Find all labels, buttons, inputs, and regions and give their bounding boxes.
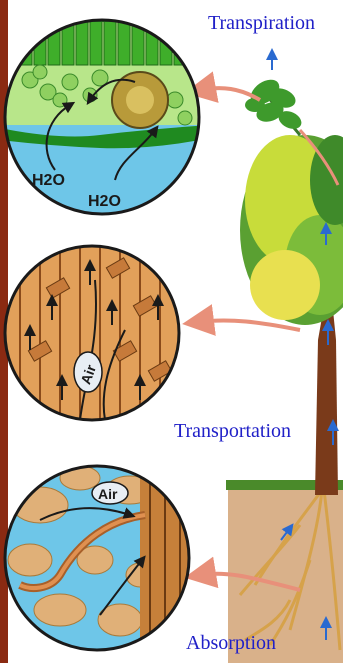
tree — [226, 54, 343, 663]
transpiration-label: Transpiration — [208, 12, 315, 35]
air-label-root: Air — [98, 486, 118, 502]
leaf-cross-section: H2O H2O — [0, 14, 210, 214]
stem-xylem-section: Air — [5, 240, 179, 430]
trunk — [315, 300, 338, 495]
absorption-label: Absorption — [186, 632, 276, 655]
water-label-right: H2O — [88, 193, 121, 210]
root-soil-section: Air — [5, 460, 190, 660]
arrow-to-stem-circle — [198, 320, 300, 330]
transportation-label: Transportation — [174, 420, 291, 443]
leaf-sprig — [245, 75, 304, 135]
water-label-left: H2O — [32, 172, 65, 189]
